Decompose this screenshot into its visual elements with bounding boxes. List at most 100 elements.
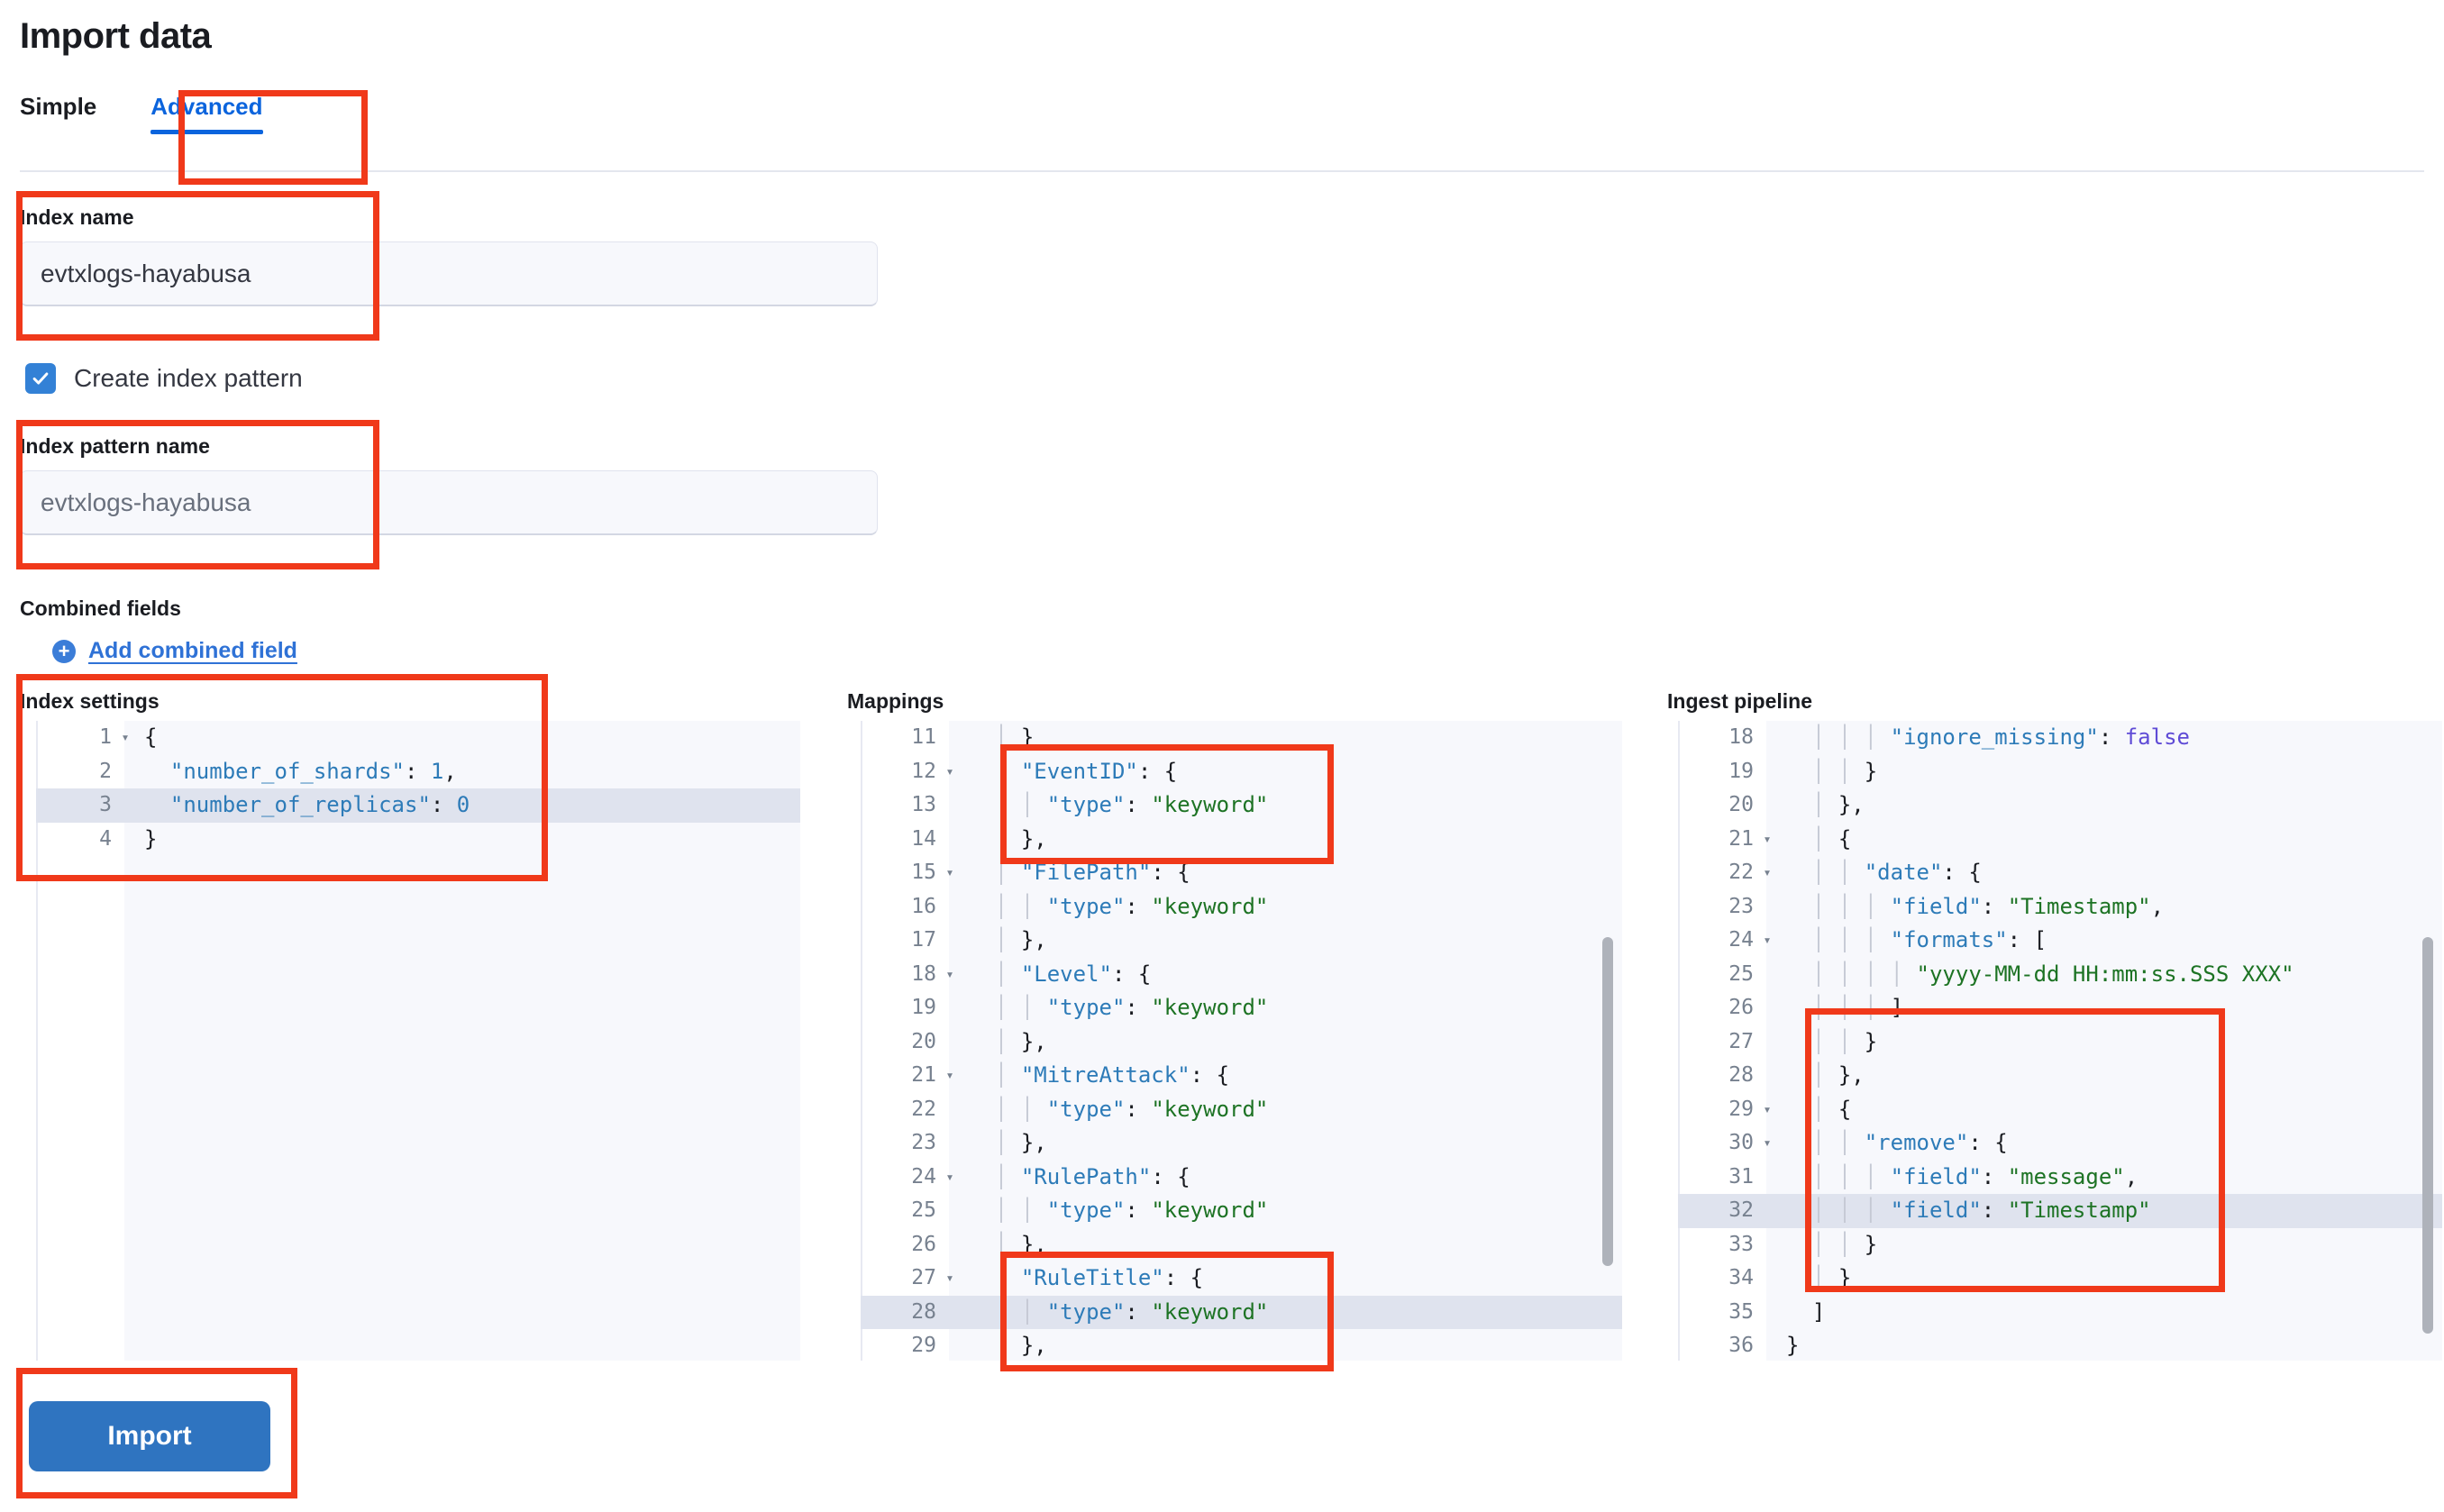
tab-advanced[interactable]: Advanced: [120, 95, 293, 134]
code-line: 16 │ │ "type": "keyword": [861, 890, 1622, 925]
fold-toggle-icon[interactable]: ▾: [945, 965, 954, 982]
line-number: 16: [911, 894, 936, 918]
mappings-heading: Mappings: [847, 689, 944, 713]
code-text: │ │ │ │ "yyyy-MM-dd HH:mm:ss.SSS XXX": [1811, 961, 2294, 987]
line-number: 23: [911, 1131, 936, 1154]
add-combined-field-label: Add combined field: [88, 638, 297, 663]
gutter-background: [861, 721, 949, 1361]
ingest-pipeline-editor[interactable]: 18 │ │ │ "ignore_missing": false 19 │ │ }…: [1678, 721, 2442, 1361]
code-line: 33 │ │ }: [1678, 1228, 2442, 1262]
code-text: │ │ "type": "keyword": [994, 1198, 1269, 1223]
ingest-pipeline-scrollbar[interactable]: [2422, 937, 2433, 1334]
line-number: 28: [1728, 1063, 1754, 1087]
code-line: 23 │ │ │ "field": "Timestamp",: [1678, 890, 2442, 925]
create-index-pattern-checkbox-row[interactable]: Create index pattern: [25, 363, 303, 394]
code-text: │ │ }: [1811, 1231, 1878, 1257]
code-line: 13 │ │ "type": "keyword": [861, 788, 1622, 823]
code-text: │ │ "remove": {: [1811, 1130, 2008, 1155]
code-text: │ }: [994, 724, 1035, 750]
import-button[interactable]: Import: [29, 1401, 270, 1471]
line-number: 23: [1728, 894, 1754, 918]
fold-toggle-icon[interactable]: ▾: [945, 1270, 954, 1286]
index-name-input[interactable]: evtxlogs-hayabusa: [20, 241, 878, 306]
line-number: 35: [1728, 1299, 1754, 1324]
fold-toggle-icon[interactable]: ▾: [1763, 830, 1772, 847]
create-index-pattern-label: Create index pattern: [74, 364, 303, 392]
code-text: ]: [1811, 1298, 1826, 1325]
tab-list: Simple Advanced: [20, 95, 294, 134]
fold-toggle-icon[interactable]: ▾: [1763, 1134, 1772, 1151]
code-text: │ │ │ "field": "message",: [1811, 1163, 2138, 1189]
index-pattern-name-input[interactable]: evtxlogs-hayabusa: [20, 470, 878, 535]
gutter-border: [861, 721, 862, 1361]
fold-toggle-icon[interactable]: ▾: [945, 762, 954, 779]
line-number: 21: [1728, 826, 1754, 851]
fold-toggle-icon[interactable]: ▾: [945, 1168, 954, 1185]
code-rows: 18 │ │ │ "ignore_missing": false 19 │ │ }…: [1678, 721, 2442, 1361]
code-text: │ │ │ "field": "Timestamp",: [1811, 893, 2165, 919]
code-text: │ │ │ ]: [1811, 995, 1904, 1020]
ingest-pipeline-heading: Ingest pipeline: [1667, 689, 1813, 713]
line-number: 36: [1728, 1334, 1754, 1357]
fold-toggle-icon[interactable]: ▾: [1763, 864, 1772, 880]
mappings-scrollbar[interactable]: [1602, 937, 1613, 1266]
code-text: │ },: [994, 927, 1047, 952]
gutter-background: [36, 721, 124, 1361]
fold-toggle-icon[interactable]: ▾: [945, 1067, 954, 1083]
page-title: Import data: [20, 16, 212, 56]
code-line: 29 │ },: [861, 1329, 1622, 1361]
tab-divider: [20, 170, 2424, 172]
tab-simple[interactable]: Simple: [20, 93, 97, 120]
code-text: │ "FilePath": {: [994, 860, 1190, 885]
line-number: 22: [1728, 861, 1754, 884]
line-number: 29: [1728, 1097, 1754, 1121]
fold-toggle-icon[interactable]: ▾: [945, 864, 954, 880]
line-number: 14: [911, 826, 936, 851]
code-text: │ "RuleTitle": {: [994, 1265, 1204, 1290]
code-text: │ │ "type": "keyword": [994, 995, 1269, 1020]
line-number: 22: [911, 1097, 936, 1121]
code-line: 25 │ │ "type": "keyword": [861, 1194, 1622, 1228]
code-line: 32 │ │ │ "field": "Timestamp": [1678, 1194, 2442, 1228]
code-line: 15▾ │ "FilePath": {: [861, 856, 1622, 890]
code-text: │ │ }: [1811, 758, 1878, 784]
code-line: 12 ▾ │ "EventID": {: [861, 755, 1622, 789]
index-settings-editor[interactable]: 1▾{2 "number_of_shards": 1,3 "number_of_…: [36, 721, 800, 1361]
line-number: 21: [911, 1063, 936, 1087]
fold-toggle-icon[interactable]: ▾: [1763, 1100, 1772, 1117]
fold-toggle-icon[interactable]: ▾: [121, 729, 130, 745]
line-number: 18: [1728, 725, 1754, 749]
code-line: 29▾ │ {: [1678, 1093, 2442, 1127]
code-text: │ │ │ "ignore_missing": false: [1811, 724, 2190, 750]
line-number: 25: [1728, 961, 1754, 986]
code-line: 3 "number_of_replicas": 0: [36, 788, 800, 823]
line-number: 11: [911, 725, 936, 749]
line-number: 34: [1728, 1266, 1754, 1289]
line-number: 17: [911, 928, 936, 952]
code-line: 21▾ │ {: [1678, 823, 2442, 857]
line-number: 20: [911, 1029, 936, 1053]
combined-fields-label: Combined fields: [20, 597, 181, 620]
code-line: 25 │ │ │ │ "yyyy-MM-dd HH:mm:ss.SSS XXX": [1678, 958, 2442, 992]
code-line: 1▾{: [36, 721, 800, 755]
code-line: 31 │ │ │ "field": "message",: [1678, 1161, 2442, 1195]
code-text: │ │ "type": "keyword": [994, 1298, 1269, 1325]
code-line: 19 │ │ "type": "keyword": [861, 991, 1622, 1025]
code-line: 20 │ },: [861, 1025, 1622, 1060]
line-number: 26: [1728, 996, 1754, 1019]
code-text: │ │ │ "field": "Timestamp": [1811, 1198, 2151, 1223]
line-number: 19: [1728, 759, 1754, 783]
code-line: 21▾ │ "MitreAttack": {: [861, 1059, 1622, 1093]
code-text: }: [144, 825, 158, 852]
code-line: 24▾ │ │ │ "formats": [: [1678, 924, 2442, 958]
check-icon[interactable]: [25, 363, 56, 394]
fold-toggle-icon[interactable]: ▾: [1763, 932, 1772, 948]
add-combined-field-button[interactable]: + Add combined field: [52, 638, 297, 664]
line-number: 12: [911, 759, 936, 783]
line-number: 26: [911, 1232, 936, 1256]
code-text: {: [144, 724, 158, 750]
mappings-editor[interactable]: 11 │ } 12 ▾ │ "EventID": { 13 │ │ "type": "…: [861, 721, 1622, 1361]
line-number: 19: [911, 996, 936, 1019]
code-text: │ },: [994, 1231, 1047, 1257]
code-text: │ "EventID": {: [994, 758, 1178, 784]
